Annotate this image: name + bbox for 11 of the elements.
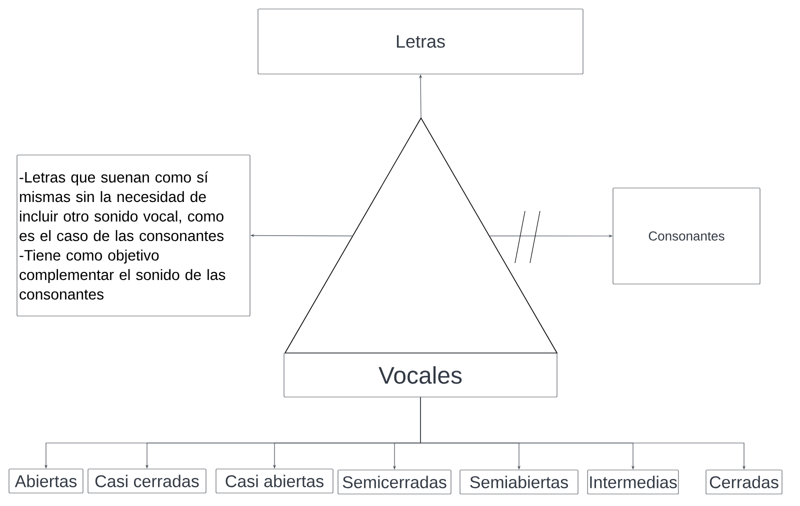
- label-box: Casi abiertas: [216, 468, 334, 494]
- label-box: Semiabiertas: [460, 470, 578, 494]
- label-box: Abiertas: [8, 468, 84, 494]
- label-box: Letras: [258, 8, 584, 74]
- label-box: Vocales: [284, 352, 558, 398]
- label-box: Intermedias: [587, 470, 679, 494]
- label-box: Casi cerradas: [88, 468, 206, 494]
- label-box: Semicerradas: [338, 470, 452, 494]
- label-box: Consonantes: [612, 188, 760, 284]
- text-box: -Letras que suenan como sí mismas sin la necesidad de incluir otro sonido vocal, como es el caso de las consonantes -Tiene como objetivo complementar el sonido de las consonantes: [16, 154, 250, 316]
- label-box: Cerradas: [706, 470, 782, 494]
